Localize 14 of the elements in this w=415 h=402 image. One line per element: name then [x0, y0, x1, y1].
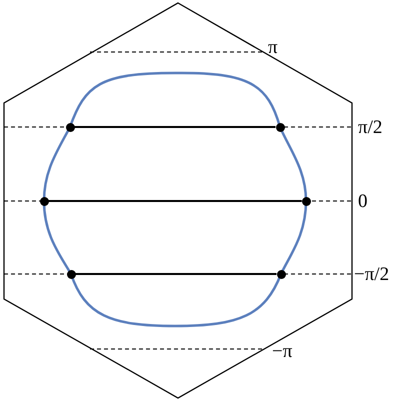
axis-value-label: −π/2: [354, 265, 390, 285]
axis-value-label: π: [268, 38, 278, 58]
chord-line: [74, 126, 276, 128]
chord-line: [48, 200, 302, 202]
dot: [66, 270, 76, 278]
dot: [276, 270, 286, 278]
axis-value-label: 0: [358, 192, 368, 212]
dot: [276, 122, 284, 132]
dot: [302, 196, 310, 206]
axis-value-label: π/2: [358, 118, 382, 138]
dot: [40, 196, 48, 206]
dot: [66, 122, 74, 132]
chord-line: [76, 273, 276, 275]
axis-value-label: −π: [272, 342, 292, 362]
